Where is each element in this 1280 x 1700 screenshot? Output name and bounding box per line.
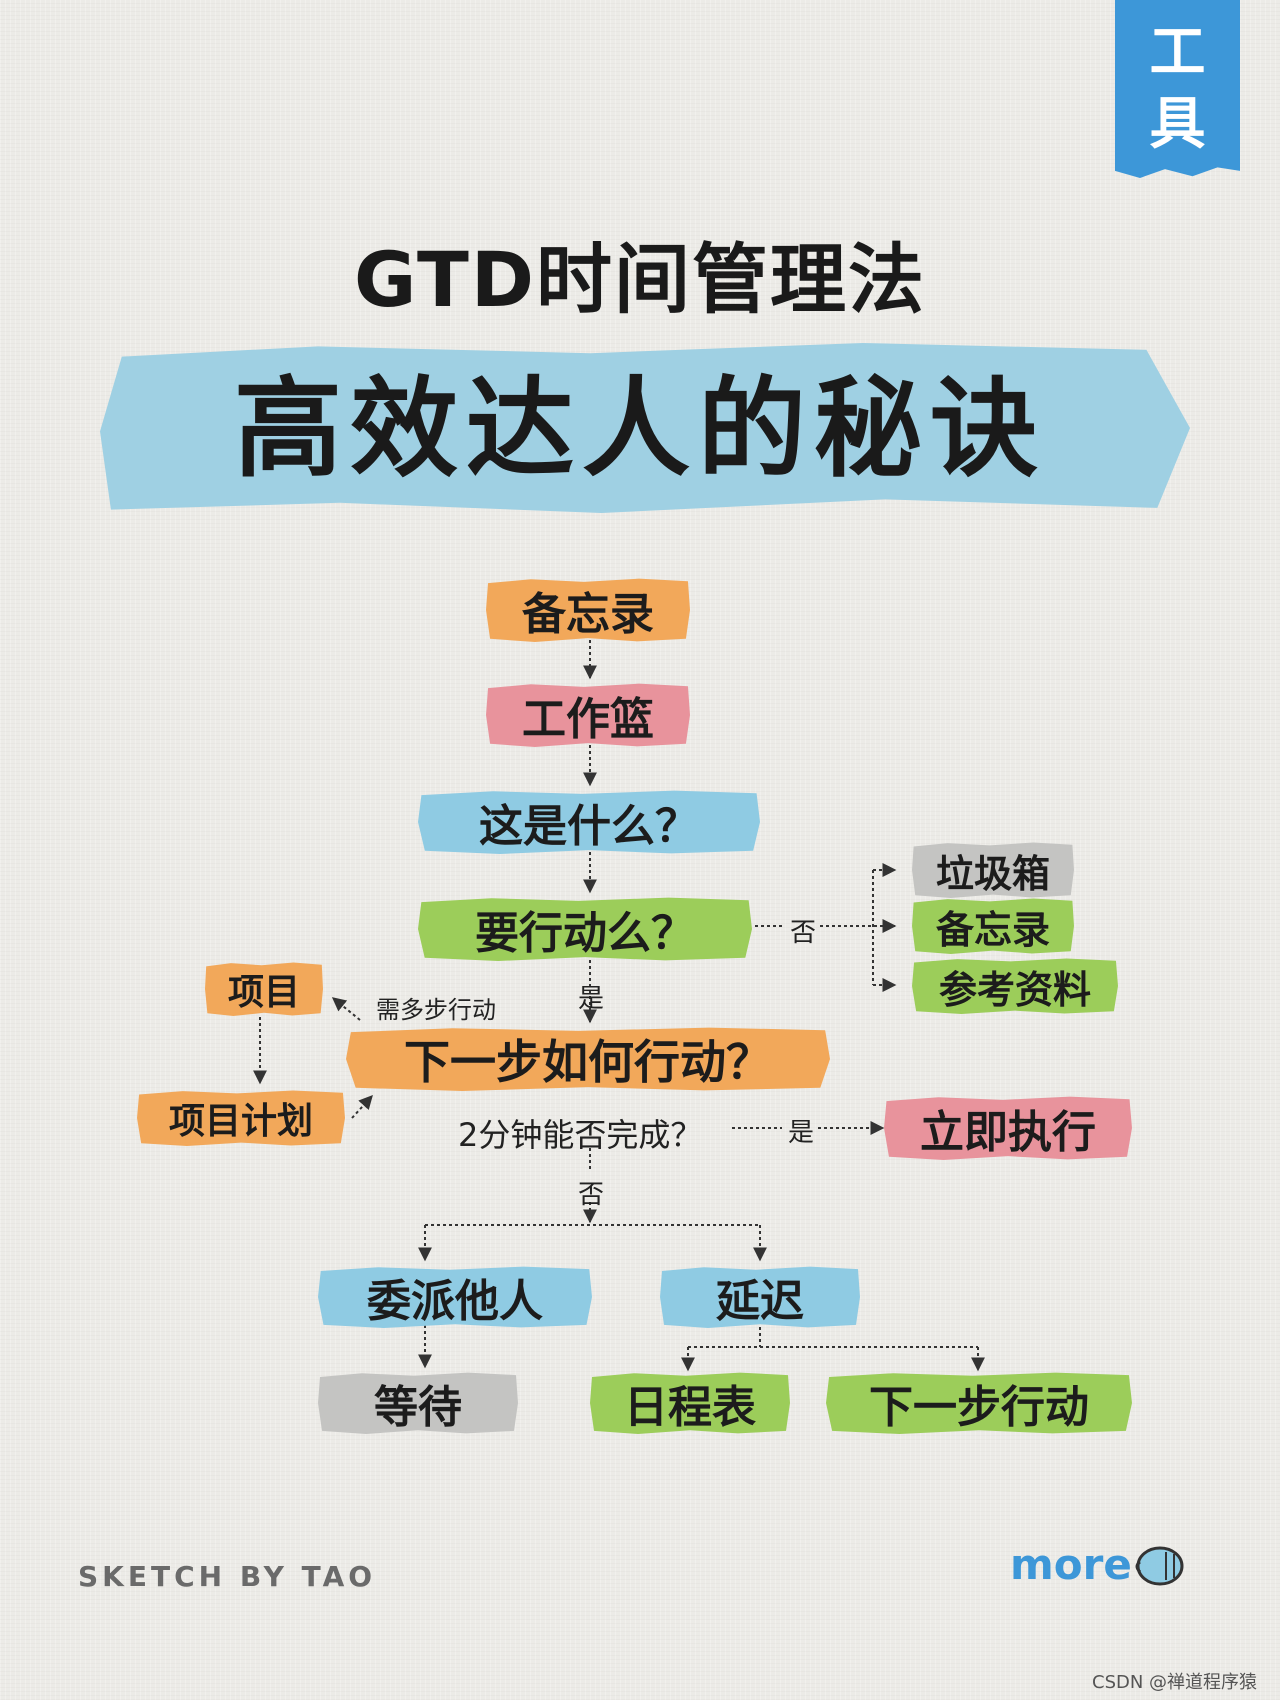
more-link[interactable]: more [1010, 1540, 1132, 1589]
node-defer: 延迟 [660, 1266, 860, 1328]
node-do-now: 立即执行 [884, 1096, 1132, 1160]
node-delegate: 委派他人 [318, 1266, 592, 1328]
node-actionable: 要行动么？ [418, 897, 752, 961]
edge-label-yes-2: 是 [788, 1118, 815, 1148]
edge-plan-next [351, 1094, 373, 1119]
node-project-plan: 项目计划 [137, 1090, 345, 1146]
node-wait: 等待 [318, 1372, 518, 1434]
title-main: 高效达人的秘诀 [233, 367, 1046, 492]
node-inbox: 工作篮 [486, 683, 690, 747]
edge-next-project [331, 997, 361, 1021]
node-calendar: 日程表 [590, 1372, 790, 1434]
title-small: GTD时间管理法 [354, 235, 926, 324]
signature: SKETCH BY TAO [78, 1560, 377, 1593]
node-next-action-question: 下一步如何行动？ [346, 1027, 830, 1091]
corner-tag: 工 具 [1115, 0, 1240, 178]
node-two-minute-question: 2分钟能否完成？ [458, 1116, 703, 1154]
node-next-action: 下一步行动 [826, 1372, 1132, 1434]
watermark: CSDN @禅道程序猿 [1092, 1672, 1258, 1693]
edge-label-multi-step: 需多步行动 [376, 996, 496, 1024]
pointing-hand-icon [1135, 1546, 1184, 1586]
node-what-is-it: 这是什么？ [418, 790, 760, 854]
edge-label-no-1: 否 [790, 918, 817, 948]
edge-label-no-2: 否 [578, 1180, 605, 1210]
node-memo-right: 备忘录 [912, 898, 1074, 954]
node-reference: 参考资料 [912, 958, 1118, 1014]
node-memo-top: 备忘录 [486, 578, 690, 642]
corner-tag-char-1: 工 [1149, 20, 1206, 85]
edge-label-yes-1: 是 [578, 984, 605, 1014]
title-band [100, 343, 1190, 513]
node-project: 项目 [205, 962, 323, 1016]
node-trash: 垃圾箱 [912, 842, 1074, 898]
corner-tag-char-2: 具 [1149, 92, 1206, 157]
